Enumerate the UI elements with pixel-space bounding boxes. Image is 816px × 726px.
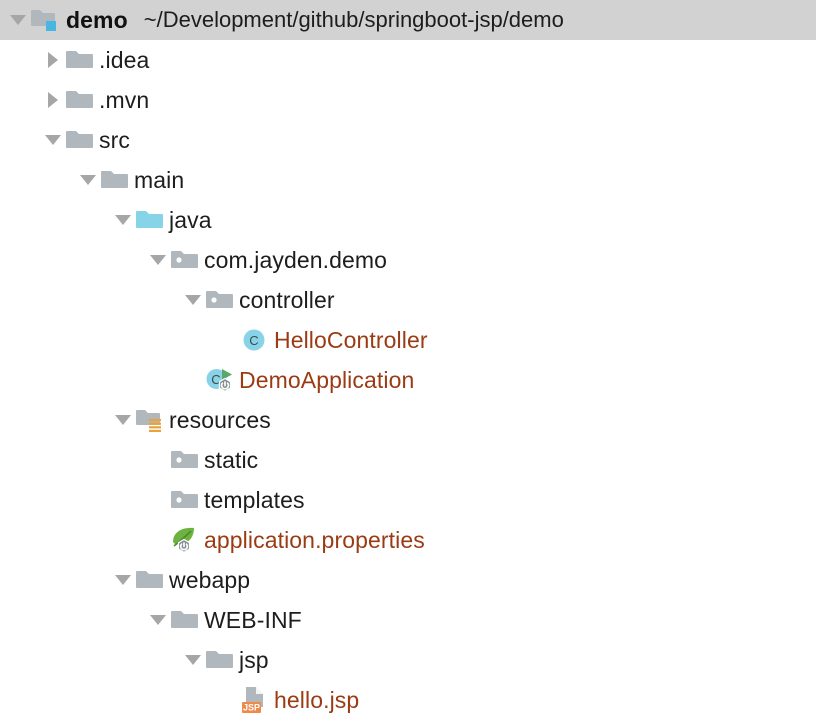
tree-row[interactable]: controller [0, 280, 816, 320]
tree-row-label: java [169, 206, 212, 233]
folder-icon [100, 160, 130, 200]
folder-icon [65, 80, 95, 120]
chevron-down-icon[interactable] [111, 200, 135, 240]
tree-row-label: webapp [169, 566, 251, 593]
indent-spacer [0, 540, 146, 541]
twisty-spacer [146, 440, 170, 480]
svg-text:C: C [211, 372, 220, 387]
tree-row[interactable]: static [0, 440, 816, 480]
chevron-down-icon[interactable] [111, 400, 135, 440]
tree-row[interactable]: jsp [0, 640, 816, 680]
twisty-spacer [181, 360, 205, 400]
project-root-path: ~/Development/github/springboot-jsp/demo [143, 7, 564, 32]
tree-row-label: com.jayden.demo [204, 246, 388, 273]
chevron-down-icon[interactable] [181, 640, 205, 680]
chevron-right-icon[interactable] [41, 40, 65, 80]
tree-row-label: .mvn [99, 86, 150, 113]
chevron-down-icon[interactable] [146, 600, 170, 640]
indent-spacer [0, 500, 146, 501]
tree-row-root[interactable]: demo ~/Development/github/springboot-jsp/… [0, 0, 816, 40]
spring-boot-main-class-icon: C [205, 360, 235, 400]
twisty-spacer [216, 320, 240, 360]
sources-root-folder-icon [135, 200, 165, 240]
tree-row[interactable]: resources [0, 400, 816, 440]
indent-spacer [0, 100, 41, 101]
folder-icon [135, 560, 165, 600]
project-root-name: demo [66, 6, 128, 33]
tree-row[interactable]: .mvn [0, 80, 816, 120]
chevron-down-icon[interactable] [111, 560, 135, 600]
chevron-right-icon[interactable] [41, 80, 65, 120]
tree-row[interactable]: com.jayden.demo [0, 240, 816, 280]
spring-properties-icon [170, 520, 200, 560]
package-icon [170, 480, 200, 520]
chevron-down-icon[interactable] [146, 240, 170, 280]
twisty-spacer [146, 480, 170, 520]
indent-spacer [0, 460, 146, 461]
indent-spacer [0, 260, 146, 261]
java-class-icon: C [240, 320, 270, 360]
chevron-down-icon[interactable] [41, 120, 65, 160]
folder-icon [65, 40, 95, 80]
tree-row-label: WEB-INF [204, 606, 302, 633]
tree-row[interactable]: C DemoApplication [0, 360, 816, 400]
folder-icon [205, 640, 235, 680]
indent-spacer [0, 420, 111, 421]
chevron-down-icon[interactable] [181, 280, 205, 320]
tree-row-label: hello.jsp [274, 686, 360, 713]
indent-spacer [0, 60, 41, 61]
chevron-down-icon[interactable] [6, 0, 30, 40]
indent-spacer [0, 620, 146, 621]
jsp-file-icon: JSP [240, 680, 270, 720]
tree-row[interactable]: main [0, 160, 816, 200]
tree-row[interactable]: WEB-INF [0, 600, 816, 640]
chevron-down-icon[interactable] [76, 160, 100, 200]
indent-spacer [0, 180, 76, 181]
package-icon [170, 240, 200, 280]
tree-row-label: main [134, 166, 185, 193]
module-folder-icon [30, 0, 60, 40]
tree-row-label: resources [169, 406, 271, 433]
tree-row[interactable]: src [0, 120, 816, 160]
indent-spacer [0, 220, 111, 221]
folder-icon [170, 600, 200, 640]
package-icon [205, 280, 235, 320]
indent-spacer [0, 700, 216, 701]
twisty-spacer [146, 520, 170, 560]
tree-row-label: DemoApplication [239, 366, 415, 393]
svg-text:C: C [249, 333, 258, 348]
folder-icon [65, 120, 95, 160]
tree-row[interactable]: .idea [0, 40, 816, 80]
tree-row-label: application.properties [204, 526, 425, 553]
tree-row-label: jsp [239, 646, 269, 673]
tree-row-label: static [204, 446, 259, 473]
indent-spacer [0, 140, 41, 141]
indent-spacer [0, 580, 111, 581]
indent-spacer [0, 340, 216, 341]
indent-spacer [0, 300, 181, 301]
indent-spacer [0, 660, 181, 661]
tree-row-label: .idea [99, 46, 150, 73]
svg-text:JSP: JSP [243, 703, 260, 713]
twisty-spacer [216, 680, 240, 720]
tree-row[interactable]: JSP hello.jsp [0, 680, 816, 720]
tree-row[interactable]: templates [0, 480, 816, 520]
tree-row-label: templates [204, 486, 305, 513]
package-icon [170, 440, 200, 480]
tree-row-label: src [99, 126, 130, 153]
tree-row-label: HelloController [274, 326, 428, 353]
tree-row-label: controller [239, 286, 335, 313]
indent-spacer [0, 380, 181, 381]
tree-row[interactable]: application.properties [0, 520, 816, 560]
resources-root-folder-icon [135, 400, 165, 440]
tree-row[interactable]: java [0, 200, 816, 240]
tree-row[interactable]: webapp [0, 560, 816, 600]
tree-row[interactable]: C HelloController [0, 320, 816, 360]
